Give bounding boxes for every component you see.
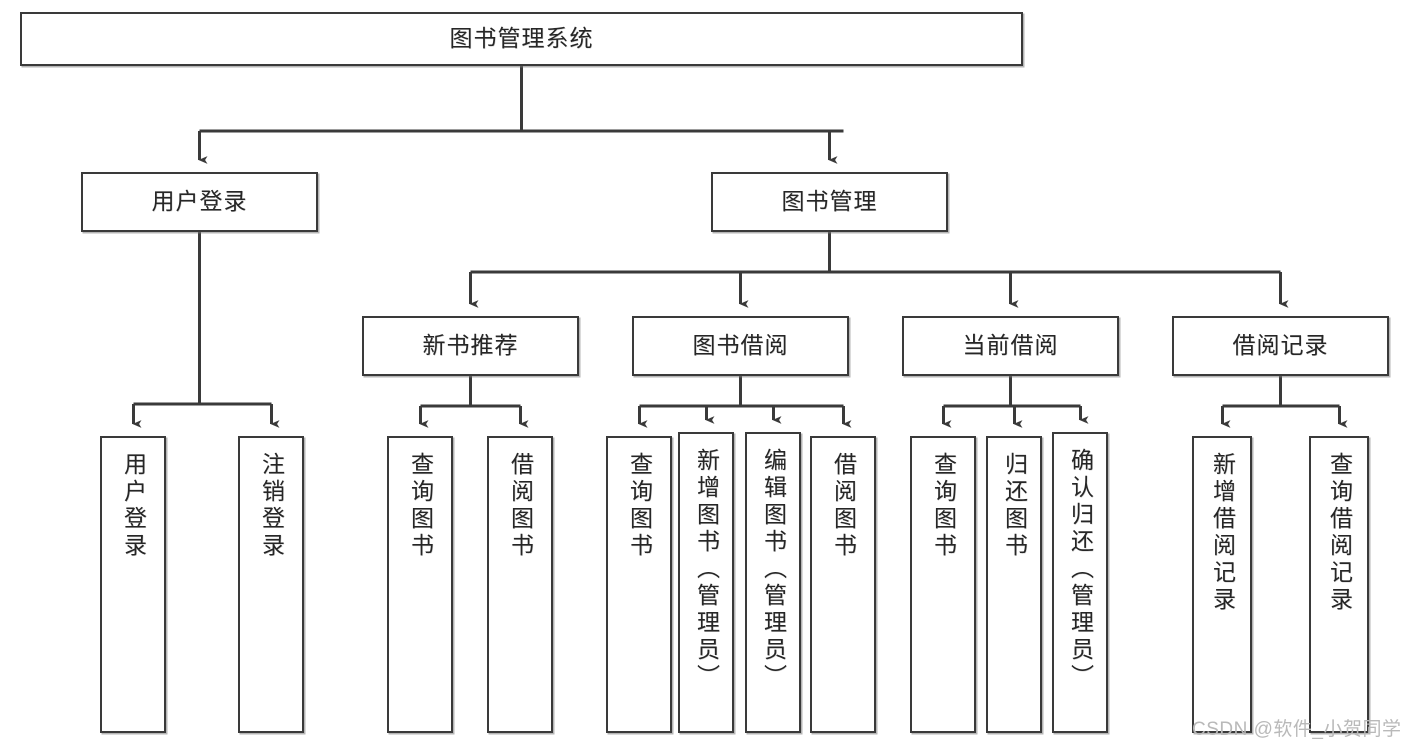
edge-group-current-borrow: [942, 376, 1089, 428]
csdn-watermark: CSDN @软件_小贺同学: [1192, 719, 1402, 740]
node-new-book-recommend[interactable]: 新书推荐: [362, 316, 579, 376]
node-label: 查询图书: [930, 452, 957, 560]
edge-group-borrow-record: [1221, 376, 1348, 428]
leaf-node-return-book[interactable]: 归还图书: [986, 436, 1042, 733]
node-label: 查询借阅记录: [1326, 452, 1353, 614]
node-label: 编辑图书（管理员）: [760, 448, 787, 691]
node-label: 新增借阅记录: [1209, 452, 1236, 614]
node-label: 图书借阅: [692, 332, 789, 359]
leaf-node-query-book-current[interactable]: 查询图书: [910, 436, 976, 733]
node-label: 新增图书（管理员）: [693, 448, 720, 691]
node-label: 借阅记录: [1232, 332, 1329, 359]
leaf-node-confirm-return-admin[interactable]: 确认归还（管理员）: [1052, 432, 1108, 733]
node-label: 图书管理系统: [449, 25, 594, 52]
leaf-node-query-book-recommend[interactable]: 查询图书: [387, 436, 453, 733]
leaf-node-query-borrow-record[interactable]: 查询借阅记录: [1309, 436, 1369, 733]
node-label: 归还图书: [1001, 452, 1028, 560]
edge-group-user-login: [132, 232, 280, 428]
leaf-node-borrow-book-recommend[interactable]: 借阅图书: [487, 436, 553, 733]
node-label: 查询图书: [407, 452, 434, 560]
node-label: 注销登录: [258, 452, 285, 560]
node-current-borrow[interactable]: 当前借阅: [902, 316, 1119, 376]
node-label: 用户登录: [120, 452, 147, 560]
node-label: 借阅图书: [507, 452, 534, 560]
leaf-node-add-book-admin[interactable]: 新增图书（管理员）: [678, 432, 734, 733]
edge-group-borrow: [638, 376, 852, 428]
leaf-node-logout[interactable]: 注销登录: [238, 436, 304, 733]
leaf-node-edit-book-admin[interactable]: 编辑图书（管理员）: [745, 432, 801, 733]
leaf-node-user-login[interactable]: 用户登录: [100, 436, 166, 733]
node-borrow-record[interactable]: 借阅记录: [1172, 316, 1389, 376]
edge-group-new-book: [419, 376, 529, 428]
node-label: 图书管理: [781, 188, 878, 215]
node-user-login[interactable]: 用户登录: [81, 172, 318, 232]
leaf-node-borrow-book[interactable]: 借阅图书: [810, 436, 876, 733]
node-label: 查询图书: [626, 452, 653, 560]
node-book-borrow[interactable]: 图书借阅: [632, 316, 849, 376]
leaf-node-add-borrow-record[interactable]: 新增借阅记录: [1192, 436, 1252, 733]
node-root-system[interactable]: 图书管理系统: [20, 12, 1023, 66]
node-label: 当前借阅: [962, 332, 1059, 359]
leaf-node-query-book-borrow[interactable]: 查询图书: [606, 436, 672, 733]
node-label: 确认归还（管理员）: [1067, 448, 1094, 691]
node-label: 新书推荐: [422, 332, 519, 359]
edge-group-root: [198, 66, 844, 164]
node-label: 用户登录: [151, 188, 248, 215]
edge-group-book-manage: [469, 232, 1289, 308]
node-book-management[interactable]: 图书管理: [711, 172, 948, 232]
node-label: 借阅图书: [830, 452, 857, 560]
